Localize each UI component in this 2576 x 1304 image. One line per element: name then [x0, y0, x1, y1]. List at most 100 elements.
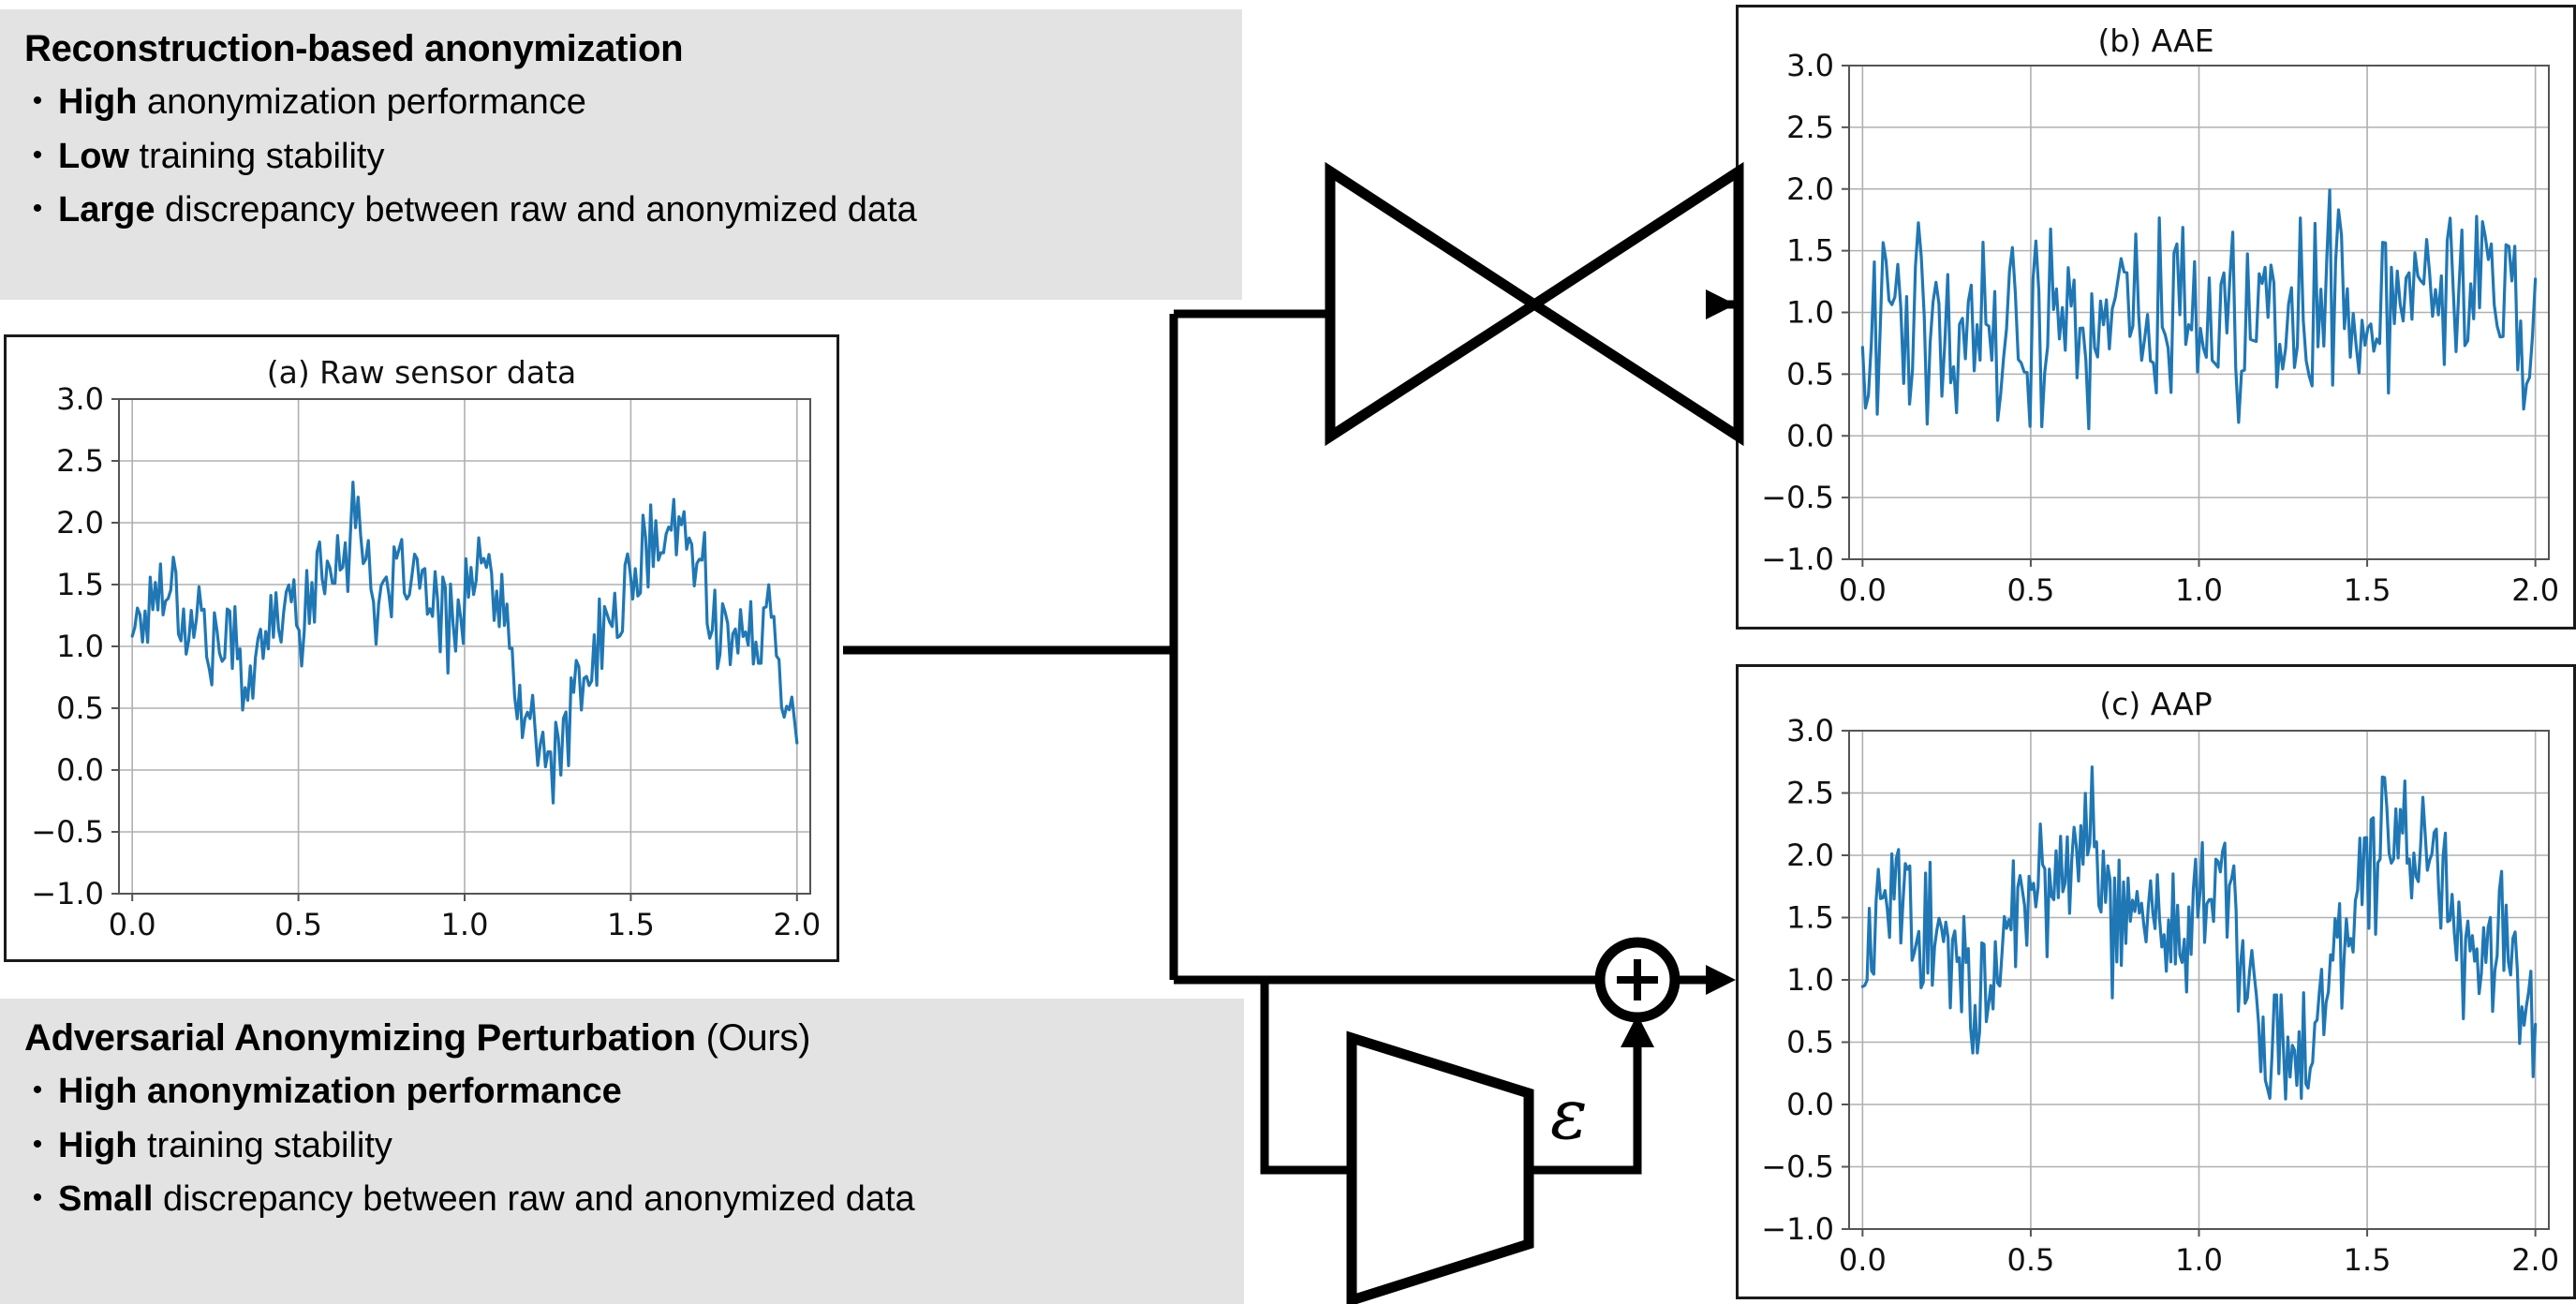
autoencoder-left-funnel-icon [1325, 161, 1545, 447]
series-line-sensor-signal [1860, 765, 2538, 1101]
arrowhead-to-aap-icon [1706, 965, 1736, 995]
branch-line-to-generator [1260, 980, 1363, 1175]
callout-bottom-title: Adversarial Anonymizing Perturbation (Ou… [24, 1017, 1227, 1059]
chart-panel-aap: (c) AAP −1.0 −0.5 0.0 0.5 1.0 1.5 2.0 2.5 3.0 0.0… [1736, 664, 2576, 1299]
bullet-text: Low training stability [58, 137, 384, 178]
y-axis-tick-label: 1.0 [1786, 295, 1834, 331]
chart-title-raw: (a) Raw sensor data [266, 354, 577, 391]
x-axis-tick-label: 1.0 [441, 907, 489, 942]
plot-aap: −1.0 −0.5 0.0 0.5 1.0 1.5 2.0 2.5 3.0 0.0 0.5 1.0 1.… [1761, 713, 2559, 1278]
list-item: • High anonymization performance [17, 82, 1225, 124]
plot-raw-sensor-data: −1.0 −0.5 0.0 0.5 1.0 1.5 2.0 2.5 3.0 0.0 0.5 1.0 1.… [31, 381, 821, 942]
y-axis-tick-label: 1.0 [56, 629, 104, 664]
adder-circle-icon [1594, 937, 1680, 1023]
bullet-emphasis: Small [58, 1179, 154, 1220]
bullet-emphasis: Large [58, 190, 155, 230]
bullet-rest: training stability [128, 136, 385, 176]
y-axis-tick-label: 2.0 [56, 505, 104, 541]
y-axis-tick-label: 2.5 [56, 443, 104, 479]
bullet-text: High anonymization performance [58, 1072, 622, 1113]
y-axis-tick-label: 0.0 [1786, 1087, 1834, 1122]
y-axis-tick-label: −1.0 [1761, 1211, 1834, 1247]
bullet-dot-icon: • [32, 1128, 43, 1160]
y-axis-tick-label: 2.5 [1786, 776, 1834, 811]
callout-top-title: Reconstruction-based anonymization [24, 28, 1225, 69]
bullet-dot-icon: • [32, 1074, 43, 1105]
bullet-rest: discrepancy between raw and anonymized d… [155, 190, 917, 230]
y-axis-tick-label: 1.0 [1786, 962, 1834, 998]
y-axis-tick-label: 2.0 [1786, 837, 1834, 873]
y-axis-tick-label: 0.0 [1786, 418, 1834, 453]
y-axis-tick-label: 0.0 [56, 752, 104, 788]
arrowhead-into-adder-icon [1621, 1015, 1654, 1047]
y-axis-tick-label: 2.0 [1786, 171, 1834, 207]
x-axis-tick-label: 1.5 [607, 907, 655, 942]
chart-title-aae: (b) AAE [2097, 22, 2214, 59]
x-axis-tick-label: 1.0 [2175, 1242, 2223, 1278]
y-axis-tick-label: −0.5 [1761, 1149, 1834, 1185]
y-axis-tick-label: 0.5 [56, 690, 104, 726]
y-axis-tick-label: 1.5 [56, 567, 104, 602]
list-item: • Low training stability [17, 137, 1225, 178]
bullet-dot-icon: • [32, 193, 43, 225]
chart-title-aap: (c) AAP [2099, 686, 2213, 722]
callout-bottom-title-bold: Adversarial Anonymizing Perturbation [24, 1017, 696, 1059]
bullet-text: High anonymization performance [58, 82, 586, 124]
list-item: • High training stability [17, 1126, 1227, 1167]
chart-panel-raw-sensor-data: (a) Raw sensor data −1.0 −0.5 0.0 0.5 1.0 1.5… [4, 334, 839, 962]
bullet-emphasis: High [58, 1125, 138, 1165]
y-axis-tick-label: 3.0 [1786, 48, 1834, 83]
bullet-dot-icon: • [32, 85, 43, 116]
callout-reconstruction-based: Reconstruction-based anonymization • Hig… [0, 9, 1242, 300]
callout-adversarial-anonymizing-perturbation: Adversarial Anonymizing Perturbation (Ou… [0, 999, 1244, 1304]
x-axis-tick-label: 1.5 [2344, 572, 2391, 608]
bullet-text: High training stability [58, 1126, 392, 1167]
generator-output-line [1529, 1035, 1642, 1175]
epsilon-noise-label: ε [1550, 1074, 1588, 1155]
bullet-rest: anonymization performance [137, 82, 586, 122]
bullet-dot-icon: • [32, 1182, 43, 1214]
x-axis-tick-label: 2.0 [773, 907, 821, 942]
y-axis-tick-label: 0.5 [1786, 356, 1834, 392]
bullet-rest: training stability [137, 1125, 392, 1165]
y-axis-tick-label: 1.5 [1786, 233, 1834, 269]
x-axis-tick-label: 2.0 [2511, 1242, 2559, 1278]
y-axis-tick-label: 3.0 [1786, 713, 1834, 748]
list-item: • Large discrepancy between raw and anon… [17, 190, 1225, 231]
y-axis-tick-label: −1.0 [31, 876, 104, 911]
series-line-sensor-signal [130, 481, 799, 805]
callout-bottom-bullet-list: • High anonymization performance • High … [17, 1072, 1227, 1221]
y-axis-tick-label: 1.5 [1786, 900, 1834, 936]
callout-top-title-bold: Reconstruction-based anonymization [24, 28, 684, 69]
list-item: • Small discrepancy between raw and anon… [17, 1179, 1227, 1221]
x-axis-tick-label: 1.0 [2175, 572, 2223, 608]
x-axis-tick-label: 1.5 [2344, 1242, 2391, 1278]
bullet-emphasis: High anonymization performance [58, 1072, 622, 1111]
autoencoder-right-funnel-icon [1524, 161, 1744, 447]
y-axis-tick-label: −0.5 [31, 814, 104, 850]
bullet-emphasis: Low [58, 136, 129, 176]
perturbation-generator-trapezoid-icon [1346, 1030, 1534, 1304]
bullet-dot-icon: • [32, 139, 43, 170]
bullet-rest: discrepancy between raw and anonymized d… [153, 1179, 915, 1220]
x-axis-tick-label: 2.0 [2511, 572, 2559, 608]
list-item: • High anonymization performance [17, 1072, 1227, 1113]
x-axis-tick-label: 0.5 [274, 907, 322, 942]
x-axis-tick-label: 0.0 [1839, 572, 1887, 608]
callout-bottom-title-regular: (Ours) [695, 1017, 811, 1059]
x-axis-tick-label: 0.0 [109, 907, 156, 942]
y-axis-tick-label: 0.5 [1786, 1025, 1834, 1060]
bullet-text: Small discrepancy between raw and anonym… [58, 1179, 915, 1221]
callout-top-bullet-list: • High anonymization performance • Low t… [17, 82, 1225, 231]
series-line-sensor-signal [1860, 188, 2538, 431]
plus-glyph-icon [1617, 959, 1658, 1000]
arrowhead-to-aae-icon [1706, 289, 1736, 319]
x-axis-tick-label: 0.0 [1839, 1242, 1887, 1278]
bullet-emphasis: High [58, 82, 138, 122]
y-axis-tick-label: −0.5 [1761, 480, 1834, 515]
y-axis-tick-label: 3.0 [56, 381, 104, 417]
y-axis-tick-label: −1.0 [1761, 541, 1834, 577]
x-axis-tick-label: 0.5 [2006, 1242, 2054, 1278]
y-axis-tick-label: 2.5 [1786, 110, 1834, 145]
